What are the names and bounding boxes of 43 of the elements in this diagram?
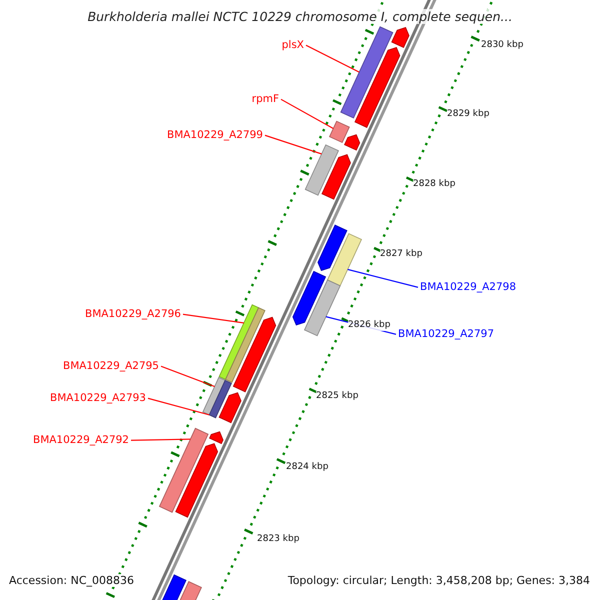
gene-feature xyxy=(326,233,362,286)
tick-label: 2823 kbp xyxy=(257,534,300,545)
gene-feature xyxy=(354,46,400,128)
leader-line xyxy=(348,268,418,288)
gene-label: BMA10229_A2793 xyxy=(50,392,146,405)
gene-feature xyxy=(292,270,326,326)
leader-line xyxy=(280,98,334,129)
gene-label: rpmF xyxy=(252,93,279,106)
gene-feature xyxy=(209,431,224,444)
tick-label: 2829 kbp xyxy=(447,109,490,120)
footer-text: Accession: NC_008836 xyxy=(9,574,134,588)
gene-feature xyxy=(218,392,242,424)
leader-line xyxy=(264,134,322,154)
gene-label: BMA10229_A2792 xyxy=(32,434,129,447)
leader-line xyxy=(160,366,215,388)
gene-label: BMA10229_A2795 xyxy=(62,360,159,373)
gene-feature xyxy=(218,304,260,380)
gene-feature xyxy=(344,134,360,151)
gene-label: BMA10229_A2796 xyxy=(84,308,181,321)
gene-label: BMA10229_A2799 xyxy=(166,129,263,142)
gene-label: plsX xyxy=(282,39,304,52)
gene-feature xyxy=(232,316,276,392)
gene-feature xyxy=(340,26,394,119)
gene-feature xyxy=(304,279,341,336)
title: Burkholderia mallei NCTC 10229 chromosome I, complete sequen... xyxy=(88,9,512,24)
gene-feature xyxy=(158,428,209,513)
gene-label: BMA10229_A2797 xyxy=(398,328,494,341)
tick-label: 2830 kbp xyxy=(481,40,524,51)
tick-label: 2825 kbp xyxy=(316,391,358,402)
gene-feature xyxy=(328,120,350,144)
gene-feature xyxy=(391,27,410,48)
tick-label: 2824 kbp xyxy=(286,462,328,473)
footer-text: Topology: circular; Length: 3,458,208 bp; Genes: 3,384 xyxy=(288,574,590,588)
gene-feature xyxy=(321,154,351,200)
tick-label: 2827 kbp xyxy=(380,249,422,260)
gene-feature xyxy=(225,307,266,383)
gene-feature xyxy=(175,443,218,518)
gene-feature xyxy=(304,144,339,196)
tick-label: 2828 kbp xyxy=(413,179,456,190)
gene-feature xyxy=(208,380,232,418)
gene-label: BMA10229_A2798 xyxy=(420,281,516,294)
gene-feature xyxy=(318,224,348,271)
tick-label: 2826 kbp xyxy=(348,320,390,331)
